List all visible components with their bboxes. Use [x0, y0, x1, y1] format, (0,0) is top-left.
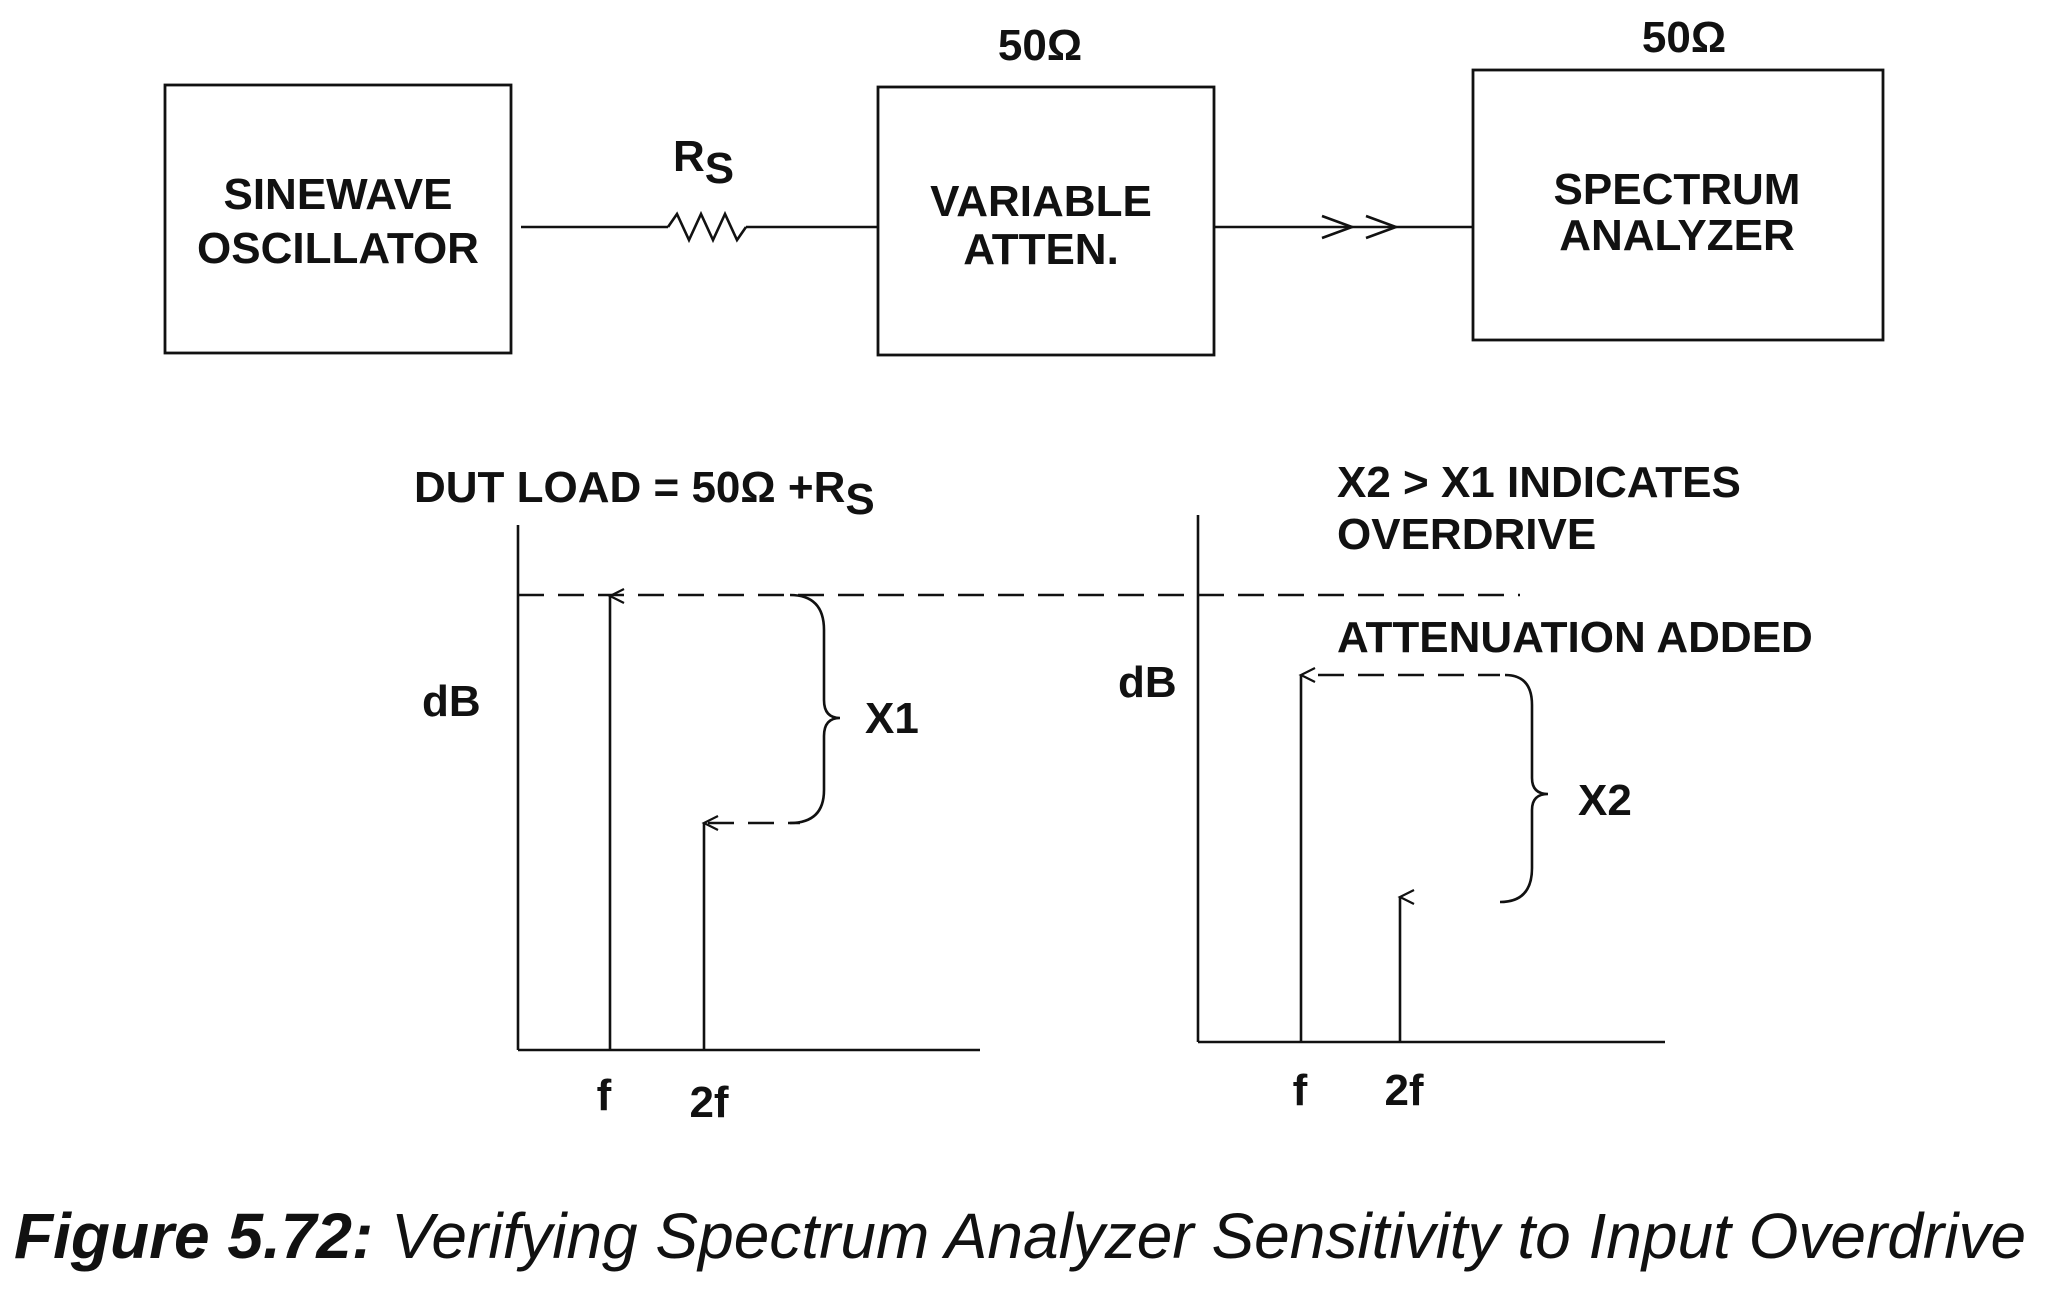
left-x1-brace [789, 593, 841, 825]
left-tick-f: f [597, 1071, 612, 1120]
resistor-zigzag [666, 210, 748, 244]
right-tick-f: f [1293, 1066, 1308, 1115]
analyzer-label-line2: ANALYZER [1559, 211, 1795, 260]
figure-caption: Figure 5.72: Verifying Spectrum Analyzer… [14, 1200, 2026, 1272]
attenuator-label-line2: ATTEN. [963, 225, 1119, 274]
oscillator-label-line1: SINEWAVE [223, 170, 452, 219]
figure-caption-number: Figure 5.72: [14, 1200, 373, 1272]
left-y-label: dB [422, 677, 481, 726]
analyzer-block: 50Ω SPECTRUM ANALYZER [1471, 13, 1885, 342]
oscillator-block: SINEWAVE OSCILLATOR [163, 83, 513, 355]
left-x1-label: X1 [865, 694, 919, 743]
signal-connection [1214, 214, 1473, 240]
right-x2-brace [1499, 673, 1549, 904]
right-tick-2f: 2f [1384, 1066, 1423, 1115]
analyzer-impedance: 50Ω [1642, 13, 1726, 62]
attenuator-label-line1: VARIABLE [930, 177, 1152, 226]
right-spectrum-plot: X2 > X1 INDICATES OVERDRIVE ATTENUATION … [1118, 458, 1813, 1115]
right-note-line1: X2 > X1 INDICATES [1337, 458, 1741, 507]
analyzer-label-line1: SPECTRUM [1554, 165, 1801, 214]
right-y-label: dB [1118, 658, 1177, 707]
attenuator-impedance: 50Ω [998, 21, 1082, 70]
figure-caption-text: Verifying Spectrum Analyzer Sensitivity … [373, 1200, 2026, 1272]
oscillator-label-line2: OSCILLATOR [197, 224, 479, 273]
left-plot-title: DUT LOAD = 50Ω +RS [414, 463, 875, 524]
left-spectrum-plot: DUT LOAD = 50Ω +RS dB X1 f 2f [414, 463, 980, 1127]
resistor-label: RS [673, 132, 734, 193]
attenuator-block: 50Ω VARIABLE ATTEN. [876, 21, 1216, 357]
double-arrow-1 [1321, 214, 1356, 240]
left-tick-2f: 2f [689, 1078, 728, 1127]
attenuation-added-label: ATTENUATION ADDED [1337, 613, 1813, 662]
double-arrow-2 [1365, 214, 1400, 240]
right-note-line2: OVERDRIVE [1337, 510, 1596, 559]
right-x2-label: X2 [1578, 776, 1632, 825]
source-resistor: RS [521, 132, 878, 244]
